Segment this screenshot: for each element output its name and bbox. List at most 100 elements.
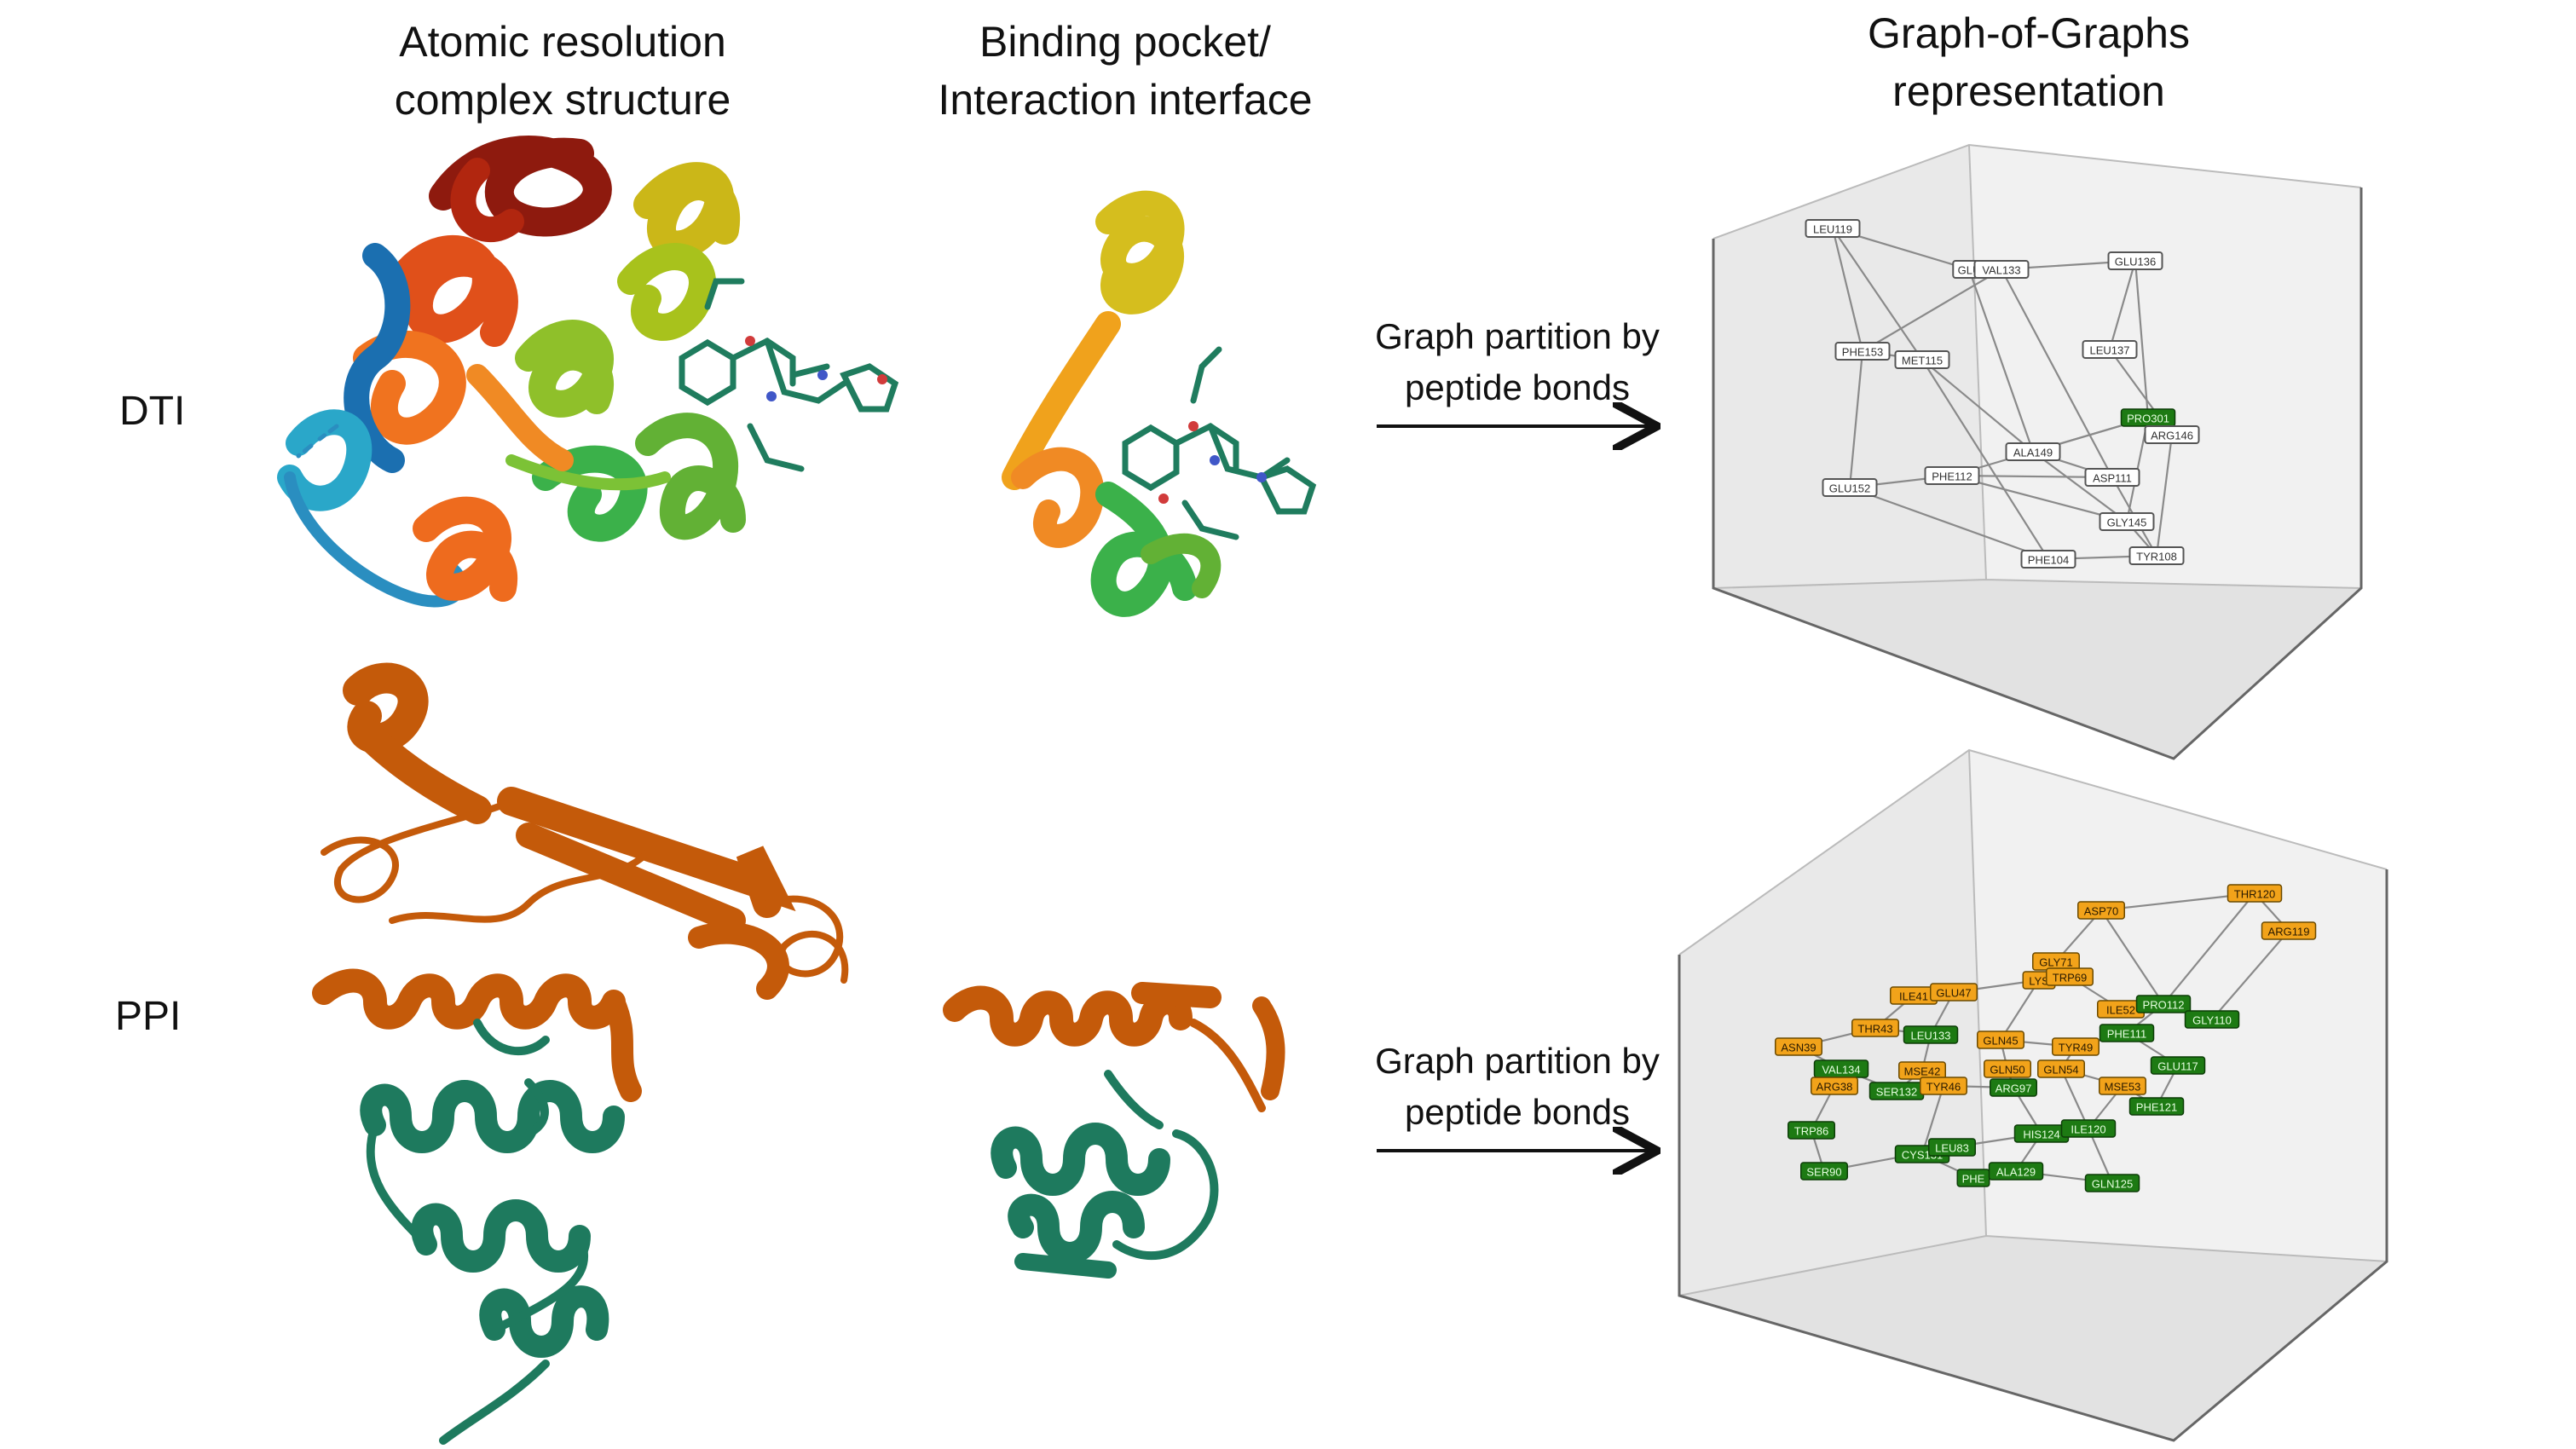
dti-graph-edge	[2001, 268, 2113, 478]
dti-graph-edge	[1951, 474, 2128, 523]
dti-protein-structure	[277, 136, 899, 608]
ppi-graph-node: ILE120	[2060, 1119, 2117, 1138]
svg-text:ILE52: ILE52	[2106, 1004, 2135, 1017]
ppi-graph-node: TRP69	[2046, 967, 2094, 986]
dti-graph-edge	[1849, 486, 2049, 561]
header-line: complex structure	[394, 76, 731, 124]
svg-text:ARG38: ARG38	[1816, 1081, 1853, 1094]
ppi-graph-node: TYR46	[1920, 1077, 1967, 1095]
svg-text:VAL133: VAL133	[1982, 264, 2020, 277]
header-line: Graph-of-Graphs	[1868, 9, 2190, 57]
ppi-graph-node: HIS124	[2013, 1124, 2070, 1143]
dti-binding-pocket	[1002, 190, 1317, 617]
ppi-graph-edge	[2211, 930, 2290, 1020]
ppi-graph-node: GLU47	[1930, 983, 1978, 1002]
svg-text:LEU137: LEU137	[2090, 344, 2130, 357]
svg-text:ASP70: ASP70	[2084, 905, 2118, 918]
dti-graph-edge	[1967, 268, 2035, 453]
dti-graph-edge	[2134, 260, 2150, 419]
dti-graph-node: PHE153	[1834, 342, 1891, 361]
svg-text:ALA129: ALA129	[1996, 1166, 2036, 1179]
svg-text:GLN50: GLN50	[1990, 1064, 2024, 1077]
svg-text:PRO112: PRO112	[2143, 999, 2185, 1012]
svg-text:ILE41: ILE41	[1899, 990, 1928, 1003]
ppi-graph-node: TYR49	[2052, 1037, 2099, 1056]
svg-text:ALA149: ALA149	[2013, 447, 2053, 459]
svg-text:SER132: SER132	[1876, 1086, 1917, 1099]
ppi-graph-node: ILE52	[2097, 1000, 2145, 1019]
dti-graph-node: VAL133	[1973, 260, 2030, 279]
ppi-graph-node: VAL134	[1813, 1059, 1869, 1078]
svg-text:ASN39: ASN39	[1781, 1042, 1816, 1054]
svg-text:GLN54: GLN54	[2043, 1064, 2078, 1077]
svg-text:GLN125: GLN125	[2092, 1178, 2133, 1191]
dti-graph-node: PHE104	[2020, 550, 2076, 569]
svg-text:PHE111: PHE111	[2107, 1028, 2147, 1041]
svg-text:LYS: LYS	[2029, 975, 2049, 988]
svg-text:GLU117: GLU117	[2157, 1060, 2198, 1073]
ppi-graph-node: GLN54	[2037, 1059, 2085, 1078]
arrow-block-dti: Graph partition by peptide bonds	[1347, 311, 1688, 413]
svg-text:PHE153: PHE153	[1842, 346, 1883, 359]
ppi-graph-node: GLY71	[2032, 952, 2080, 971]
ppi-graph-node: ALA129	[1988, 1162, 2044, 1181]
svg-text:ARG119: ARG119	[2268, 926, 2310, 938]
ppi-graph-node: GLY110	[2184, 1010, 2240, 1029]
svg-text:PHE112: PHE112	[1932, 470, 1972, 483]
svg-text:PRO301: PRO301	[2127, 413, 2169, 425]
ppi-graph-node: PRO112	[2135, 995, 2192, 1013]
row-label-dti: DTI	[119, 389, 186, 434]
ppi-graph-node: ARG119	[2261, 921, 2317, 940]
svg-text:GLY145: GLY145	[2107, 517, 2147, 529]
header-graph-of-graphs: Graph-of-Graphs representation	[1807, 4, 2250, 120]
svg-text:TRP69: TRP69	[2053, 972, 2087, 984]
svg-text:PHE104: PHE104	[2028, 554, 2069, 567]
svg-text:GLY71: GLY71	[2039, 956, 2073, 969]
svg-text:VAL134: VAL134	[1822, 1064, 1860, 1077]
header-line: representation	[1892, 67, 2165, 115]
ppi-graph-node: GLN45	[1977, 1030, 2024, 1049]
ppi-interface	[943, 982, 1285, 1279]
svg-text:LEU133: LEU133	[1911, 1030, 1951, 1042]
dti-graph-node: LEU137	[2082, 340, 2138, 359]
dti-graph-edge	[1862, 268, 2002, 352]
ppi-graph-edge	[2163, 892, 2255, 1005]
svg-text:PHE121: PHE121	[2136, 1101, 2177, 1114]
dti-graph-edge	[1848, 350, 1864, 488]
dti-graph-edge	[2155, 434, 2174, 557]
ppi-graph-node: GLU117	[2150, 1056, 2206, 1075]
header-atomic-structure: Atomic resolution complex structure	[341, 13, 784, 129]
dti-graph-edge	[2108, 260, 2137, 350]
svg-text:ARG97: ARG97	[1996, 1082, 2032, 1095]
ppi-graph-node: THR120	[2227, 884, 2283, 903]
ppi-graph-node: SER90	[1800, 1162, 1848, 1181]
ppi-graph-node: THR43	[1851, 1019, 1899, 1037]
ppi-graph-node: PHE111	[2099, 1024, 2155, 1042]
svg-text:PHE: PHE	[1962, 1173, 1985, 1186]
svg-text:MSE42: MSE42	[1904, 1065, 1941, 1078]
arrow-label: Graph partition by peptide bonds	[1375, 1041, 1660, 1132]
dti-graph-node: TYR108	[2128, 546, 2185, 565]
arrow-label: Graph partition by peptide bonds	[1375, 316, 1660, 407]
dti-graph-node: ARG146	[2144, 425, 2200, 444]
svg-text:LEU83: LEU83	[1935, 1142, 1969, 1155]
ppi-graph-node: ARG38	[1811, 1077, 1858, 1095]
ppi-graph-node: LEU83	[1928, 1138, 1976, 1157]
svg-text:GLY110: GLY110	[2192, 1014, 2232, 1027]
dti-graph-node: LEU119	[1805, 219, 1861, 238]
ppi-graph-node: LEU133	[1903, 1025, 1959, 1044]
svg-text:THR120: THR120	[2234, 888, 2275, 901]
ppi-graph-node: ASP70	[2077, 901, 2125, 920]
svg-text:TRP86: TRP86	[1794, 1125, 1828, 1138]
dti-graph-edge	[1921, 359, 2034, 453]
svg-text:TYR46: TYR46	[1926, 1081, 1961, 1094]
dti-graph-node: MET115	[1894, 350, 1950, 369]
dti-graph-node: PRO301	[2120, 408, 2176, 427]
dti-graph-node: GLU152	[1822, 478, 1878, 497]
ppi-graph-node: PHE121	[2128, 1097, 2185, 1116]
ppi-graph-edge	[1920, 1085, 1945, 1155]
ppi-graph-node: GLN125	[2084, 1174, 2140, 1192]
ppi-protein-complex	[312, 662, 849, 1445]
ppi-graph-node: ARG97	[1990, 1078, 2037, 1097]
